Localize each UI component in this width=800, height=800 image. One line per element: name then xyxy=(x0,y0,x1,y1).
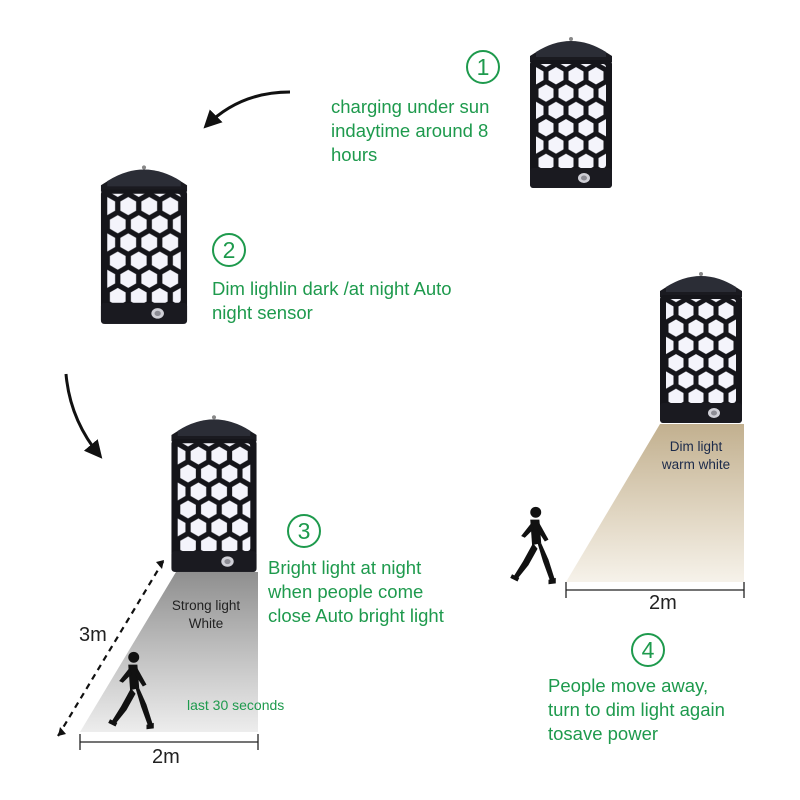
lamp-charging xyxy=(530,37,612,188)
dim-light-beam xyxy=(566,424,744,582)
bright-width-measure xyxy=(79,734,259,750)
dim-width-measure xyxy=(565,582,745,598)
strong-light-label: Strong light White xyxy=(171,598,241,631)
step-2-text: Dim lighlin dark /at night Auto night se… xyxy=(212,278,452,323)
step-3-text: Bright light at night when people come c… xyxy=(268,557,444,626)
step-1-text: charging under sun indaytime around 8 ho… xyxy=(331,96,490,165)
lamp-dim-night xyxy=(100,165,188,324)
bright-width-label: 2m xyxy=(152,746,180,768)
bright-range-measure xyxy=(57,559,165,737)
step-1-badge: 1 xyxy=(466,50,500,84)
person-running-away xyxy=(510,506,556,585)
step-4-badge: 4 xyxy=(631,633,665,667)
lamp-dim-away xyxy=(660,272,742,423)
step-3-badge: 3 xyxy=(287,514,321,548)
dim-light-label: Dim light warm white xyxy=(661,439,731,472)
bright-light-beam xyxy=(80,572,258,732)
step-2-badge: 2 xyxy=(212,233,246,267)
lamp-bright xyxy=(171,415,257,572)
flow-arrow-2-to-3 xyxy=(64,373,103,459)
duration-label: last 30 seconds xyxy=(187,697,285,713)
step-4-text: People move away, turn to dim light agai… xyxy=(548,675,725,744)
dim-width-label: 2m xyxy=(649,592,677,614)
flow-arrow-1-to-2 xyxy=(203,90,291,129)
range-3m-label: 3m xyxy=(79,624,107,646)
